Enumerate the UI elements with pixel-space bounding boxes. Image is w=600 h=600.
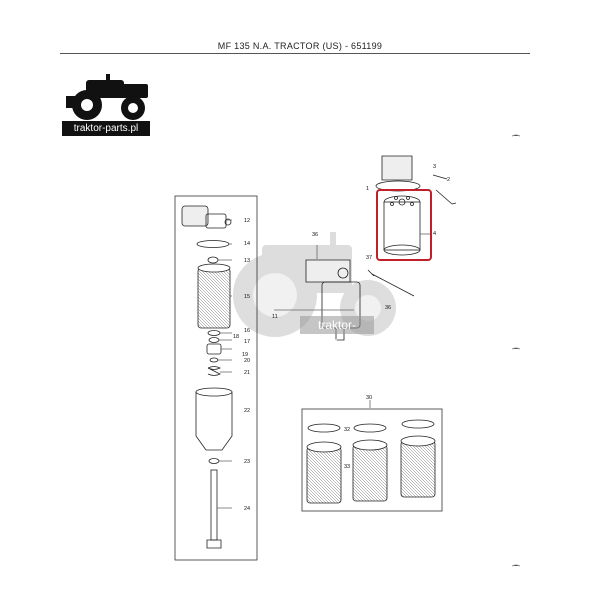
center-assembly	[274, 245, 361, 341]
callout-11: 11	[272, 314, 278, 320]
left-assembly-frame	[174, 195, 258, 561]
callout-17: 17	[244, 339, 250, 345]
logo-label[interactable]: traktor-parts.pl	[62, 121, 150, 136]
margin-marks	[511, 134, 521, 567]
callout-32: 32	[344, 427, 350, 433]
callout-33: 33	[344, 464, 350, 470]
callout-19: 19	[242, 352, 248, 358]
callout-15: 15	[244, 294, 250, 300]
watermark-label: traktor-parts.pl	[300, 316, 374, 350]
highlight-part-4	[376, 189, 432, 261]
callout-13: 13	[244, 258, 250, 264]
callout-16: 16	[244, 328, 250, 334]
callout-24: 24	[244, 506, 250, 512]
callout-4: 4	[433, 231, 436, 237]
callout-3: 3	[433, 164, 436, 170]
callouts: 3 1 2 4 12 14 13 15 16 18 17 19 20 21 22…	[233, 164, 450, 512]
callout-20: 20	[244, 358, 250, 364]
callout-21: 21	[244, 370, 250, 376]
callout-12: 12	[244, 218, 250, 224]
header-rule	[60, 53, 530, 54]
callout-14: 14	[244, 241, 250, 247]
callout-36-bolt: 36	[385, 305, 391, 311]
callout-30: 30	[366, 395, 372, 401]
tractor-icon	[66, 74, 148, 120]
tractor-icon-hubs	[81, 99, 138, 113]
watermark-tractor-icon-cut	[253, 273, 381, 321]
callout-1: 1	[366, 186, 369, 192]
callout-37: 37	[366, 255, 372, 261]
callout-23: 23	[244, 459, 250, 465]
callout-22: 22	[244, 408, 250, 414]
page-title: MF 135 N.A. TRACTOR (US) - 651199	[217, 41, 383, 51]
callout-2: 2	[447, 177, 450, 183]
callout-36-top: 36	[312, 232, 318, 238]
left-assembly	[181, 205, 233, 549]
kit-frame	[301, 408, 443, 512]
top-right-assembly	[367, 155, 457, 297]
kit-parts	[306, 400, 436, 504]
callout-18: 18	[233, 334, 239, 340]
